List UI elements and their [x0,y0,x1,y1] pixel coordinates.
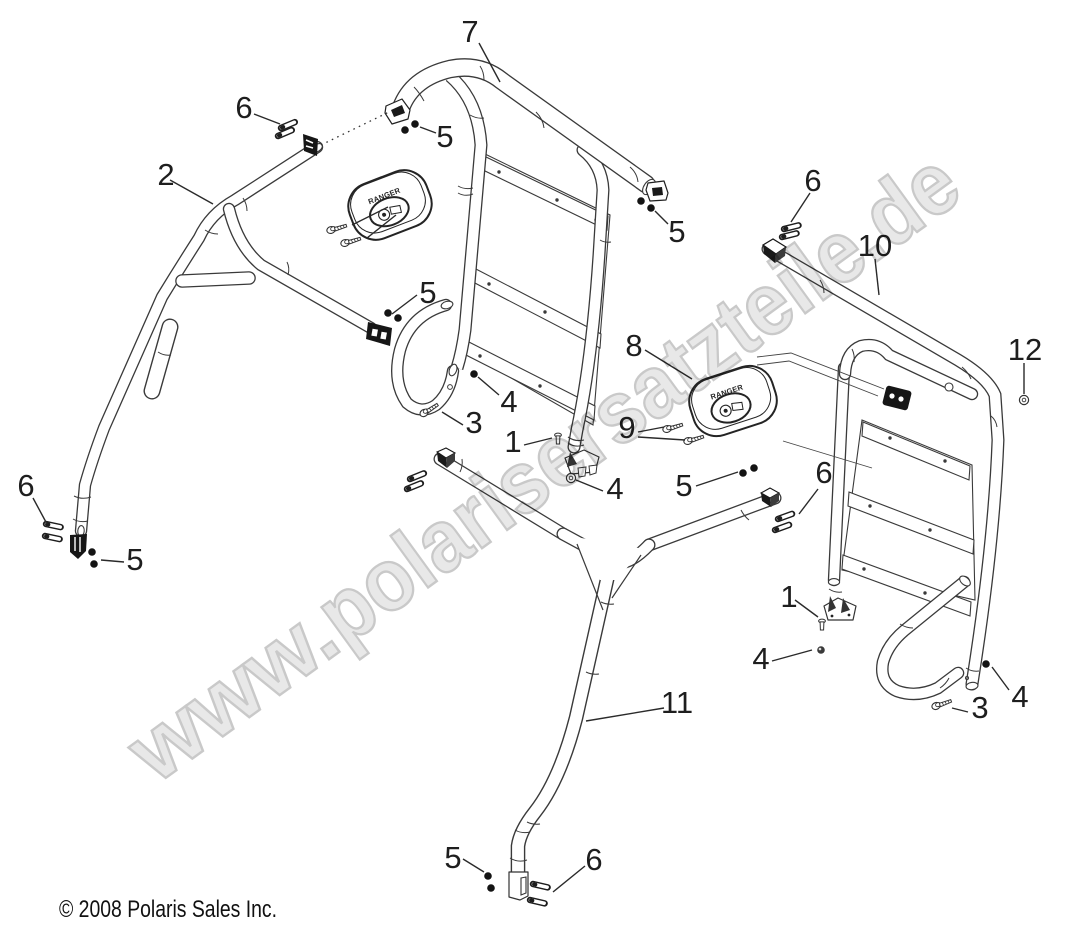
svg-text:12: 12 [1008,332,1042,367]
svg-text:1: 1 [504,424,521,459]
svg-text:© 2008 Polaris Sales Inc.: © 2008 Polaris Sales Inc. [59,896,277,923]
svg-text:4: 4 [500,384,517,419]
svg-text:5: 5 [675,468,692,503]
svg-text:5: 5 [668,214,685,249]
svg-text:7: 7 [461,14,478,49]
svg-text:6: 6 [815,455,832,490]
svg-text:4: 4 [752,641,769,676]
svg-text:3: 3 [465,405,482,440]
svg-text:6: 6 [804,163,821,198]
svg-text:4: 4 [606,471,623,506]
svg-text:6: 6 [235,90,252,125]
svg-text:6: 6 [585,842,602,877]
svg-text:4: 4 [1011,679,1028,714]
svg-text:3: 3 [971,690,988,725]
svg-text:2: 2 [157,157,174,192]
svg-text:5: 5 [444,840,461,875]
svg-text:5: 5 [436,119,453,154]
svg-text:9: 9 [618,410,635,445]
svg-text:10: 10 [858,228,892,263]
svg-text:6: 6 [17,468,34,503]
svg-text:5: 5 [126,542,143,577]
svg-text:11: 11 [661,685,693,720]
svg-text:8: 8 [625,328,642,363]
svg-text:1: 1 [780,579,797,614]
svg-text:5: 5 [419,275,436,310]
